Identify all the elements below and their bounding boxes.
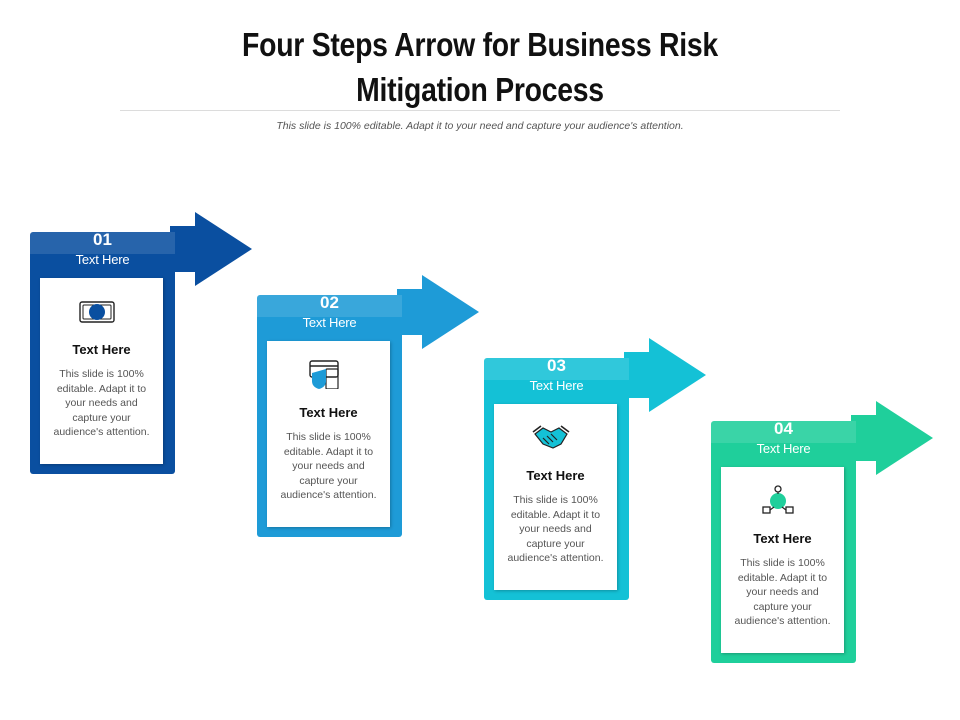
title-line-1: Four Steps Arrow for Business Risk bbox=[242, 26, 718, 63]
step-2: 02 Text Here Text Here This slide is 100… bbox=[257, 275, 482, 545]
card-description: This slide is 100% editable. Adapt it to… bbox=[507, 494, 604, 564]
step-label: Text Here bbox=[756, 441, 811, 456]
title-line-2: Mitigation Process bbox=[356, 71, 604, 108]
card-description: This slide is 100% editable. Adapt it to… bbox=[280, 431, 377, 501]
card-description: This slide is 100% editable. Adapt it to… bbox=[734, 557, 831, 627]
card-title: Text Here bbox=[72, 342, 131, 357]
step-number: 02 bbox=[320, 293, 339, 312]
slide-title: Four Steps Arrow for Business Risk Mitig… bbox=[136, 22, 824, 112]
slide-subtitle: This slide is 100% editable. Adapt it to… bbox=[276, 120, 684, 132]
step-number: 03 bbox=[547, 356, 566, 375]
step-label: Text Here bbox=[302, 315, 357, 330]
money-icon bbox=[79, 301, 115, 323]
card-shield-icon bbox=[309, 360, 339, 389]
step-4: 04 Text Here Text Here This slide is 100… bbox=[711, 401, 936, 671]
step-label: Text Here bbox=[529, 378, 584, 393]
step-card bbox=[257, 325, 402, 537]
card-description: This slide is 100% editable. Adapt it to… bbox=[53, 368, 150, 438]
network-icon bbox=[762, 485, 794, 514]
step-3: 03 Text Here Text Here This slide is 100… bbox=[484, 338, 709, 608]
step-label: Text Here bbox=[75, 252, 130, 267]
card-panel bbox=[267, 341, 390, 527]
step-number: 01 bbox=[93, 230, 112, 249]
card-title: Text Here bbox=[299, 405, 358, 420]
step-number: 04 bbox=[774, 419, 793, 438]
card-title: Text Here bbox=[753, 531, 812, 546]
card-title: Text Here bbox=[526, 468, 585, 483]
step-1: 01 Text Here Text Here This slide is 100… bbox=[30, 212, 255, 482]
title-divider bbox=[120, 110, 840, 111]
handshake-icon bbox=[532, 425, 570, 449]
